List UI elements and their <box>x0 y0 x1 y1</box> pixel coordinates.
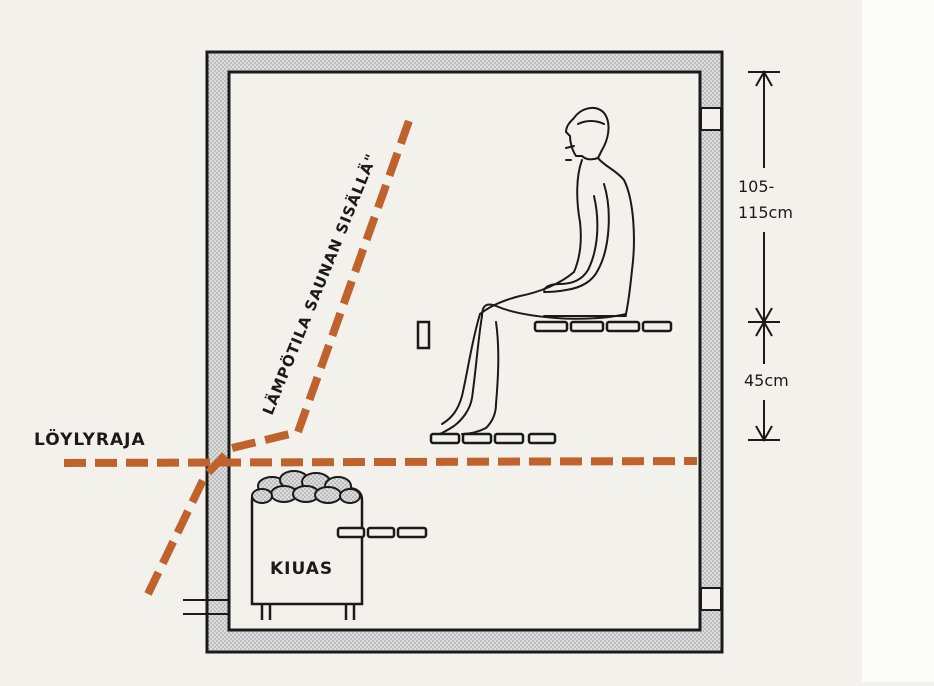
height-lower-label: 45cm <box>744 371 789 390</box>
loyly-limit-label: LÖYLYRAJA <box>34 428 146 450</box>
seated-person-icon <box>439 107 635 435</box>
upper-bench <box>533 320 673 333</box>
thermometer-icon <box>416 320 431 350</box>
sauna-stones-icon <box>251 470 361 504</box>
temperature-curve-label: LÄMPÖTILA SAUNAN SISÄLLÄ" <box>258 150 381 417</box>
loyly-limit-line <box>63 457 698 467</box>
sauna-walls <box>205 50 724 654</box>
height-upper-label-line2: 115cm <box>738 203 793 222</box>
temperature-curve <box>144 116 414 596</box>
height-upper-label-line1: 105- <box>738 177 774 196</box>
stove-label: KIUAS <box>270 559 333 579</box>
foot-bench <box>429 432 557 445</box>
page-margin <box>862 0 934 682</box>
upper-vent <box>700 107 722 131</box>
height-dimension <box>748 69 780 443</box>
inlet-pipe <box>183 599 229 615</box>
stove: KIUAS <box>250 470 428 620</box>
stove-handle <box>336 526 428 539</box>
lower-vent <box>700 587 722 611</box>
